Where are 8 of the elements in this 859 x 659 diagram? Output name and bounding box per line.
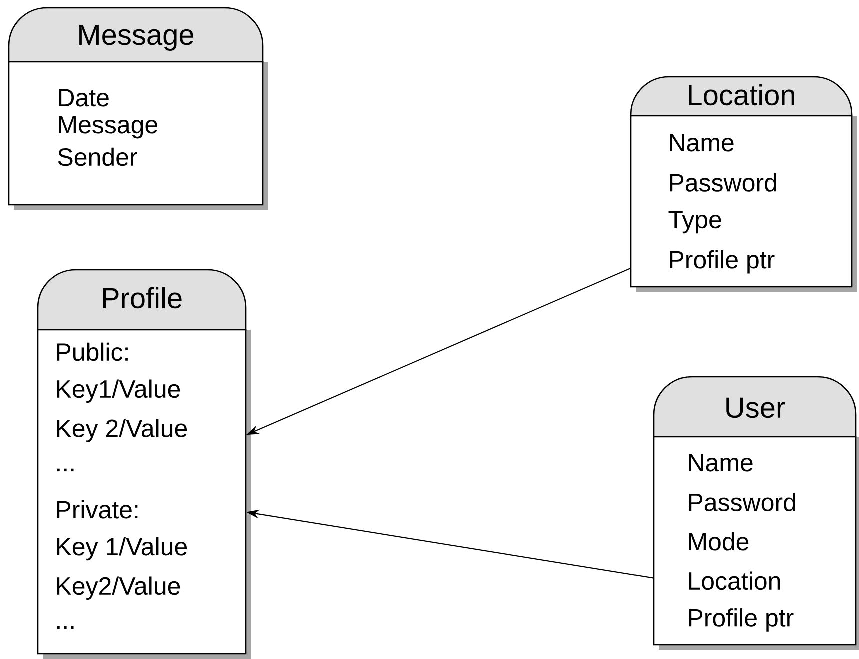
node-label: User [726, 398, 786, 418]
entity-box: Message Date Message Sender [8, 7, 268, 210]
entity-box: Profile Public: Key1/Value Key 2/Value ... Private: Key 1/Value Key2/Value ... [37, 269, 251, 659]
entity-box: Location Name Password Type Profile ptr [630, 76, 857, 292]
entity-box: User Name Password Mode Location Profile ptr [653, 376, 859, 650]
node-label: Location [689, 84, 794, 106]
node-label: Message [80, 25, 194, 51]
node-label: Profile [103, 287, 182, 309]
